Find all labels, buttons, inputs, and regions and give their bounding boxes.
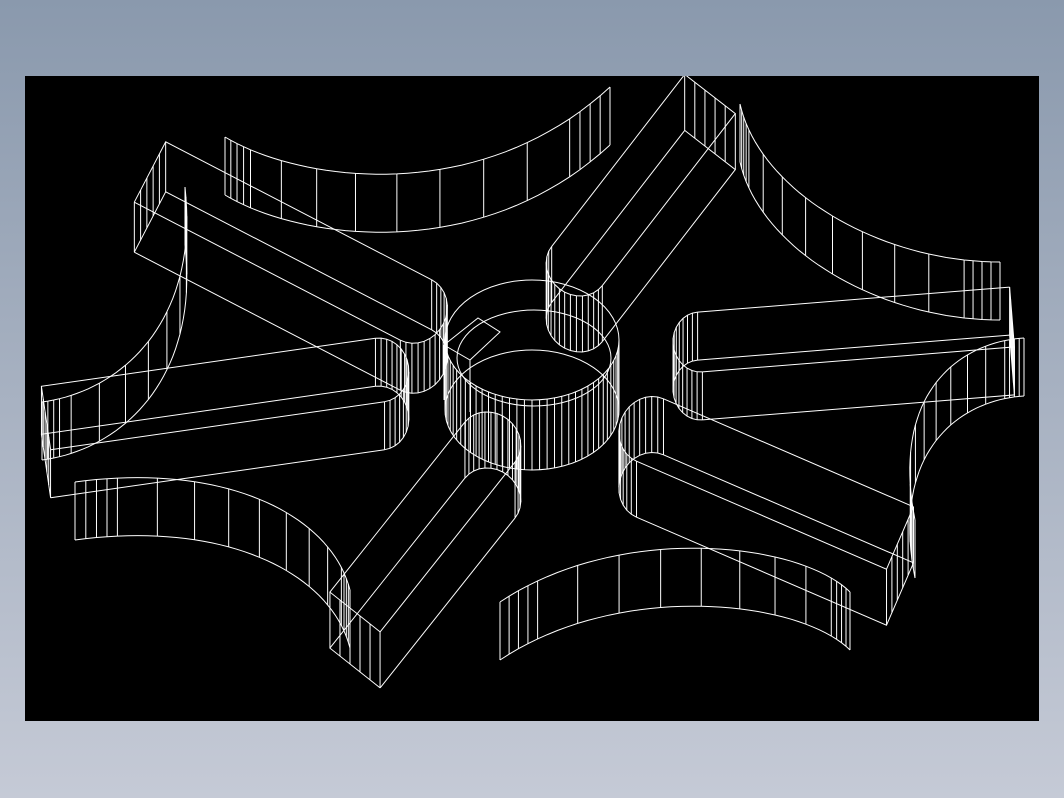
arm-upper-left	[133, 141, 448, 394]
arm-right	[672, 286, 1015, 421]
arm-edge-bottom	[133, 191, 432, 331]
wireframe-model	[40, 76, 1025, 689]
arm-cap-bottom	[672, 359, 703, 421]
pocket-arc-top	[41, 186, 188, 403]
pocket-arc-bottom	[909, 395, 1025, 579]
arm-edge-bottom	[329, 477, 466, 689]
arm-edge-top	[50, 401, 385, 451]
arm-edge-bottom	[551, 130, 686, 303]
arm-edge-top	[133, 141, 432, 281]
hub-bore-ellipse	[456, 309, 612, 407]
arm-edge-top	[663, 398, 914, 508]
arm-cap-top	[375, 337, 410, 403]
arm-edge-top	[636, 460, 914, 570]
pocket-top	[224, 86, 611, 233]
pocket-arc-bottom	[224, 144, 611, 233]
arm-edge-top	[379, 461, 516, 633]
arm-lower-right	[618, 395, 914, 626]
pocket-lower-left	[74, 477, 351, 649]
arm-cap-top	[400, 279, 448, 344]
pocket-arc-top	[499, 547, 851, 603]
arm-edge-bottom	[697, 334, 1010, 361]
pocket-arc-top	[224, 86, 611, 175]
arm-cap-bottom	[618, 451, 664, 518]
pocket-arc-top	[739, 103, 1001, 263]
arm-edge-top	[551, 76, 685, 247]
arm-lower-left	[329, 411, 522, 689]
arm-edge-bottom	[134, 251, 401, 391]
arm-edge-bottom	[50, 449, 385, 499]
arm-edge-top	[697, 286, 1010, 313]
cad-viewport	[25, 76, 1039, 721]
hub-ellipse-top	[444, 279, 620, 401]
pocket-arc-top	[909, 337, 1025, 521]
central-hub	[443, 279, 620, 471]
pocket-right	[909, 337, 1025, 579]
arm-edge-bottom	[601, 130, 737, 342]
pocket-upper-right	[739, 103, 1001, 321]
arm-upper-right	[545, 76, 737, 353]
arm-edge-bottom	[663, 454, 914, 564]
pocket-arc-bottom	[499, 605, 851, 661]
pocket-arc-bottom	[739, 161, 1001, 321]
hub-key-notch	[443, 317, 501, 361]
pocket-arc-bottom	[74, 535, 351, 649]
arm-edge-bottom	[379, 517, 516, 689]
arm-cap-top	[618, 395, 664, 462]
arm-edge-top	[134, 201, 401, 341]
arm-edge-bottom	[40, 385, 376, 498]
pocket-left	[41, 186, 188, 461]
arm-left	[40, 337, 410, 499]
pocket-arc-bottom	[41, 244, 188, 461]
pocket-lower-right	[499, 547, 851, 661]
